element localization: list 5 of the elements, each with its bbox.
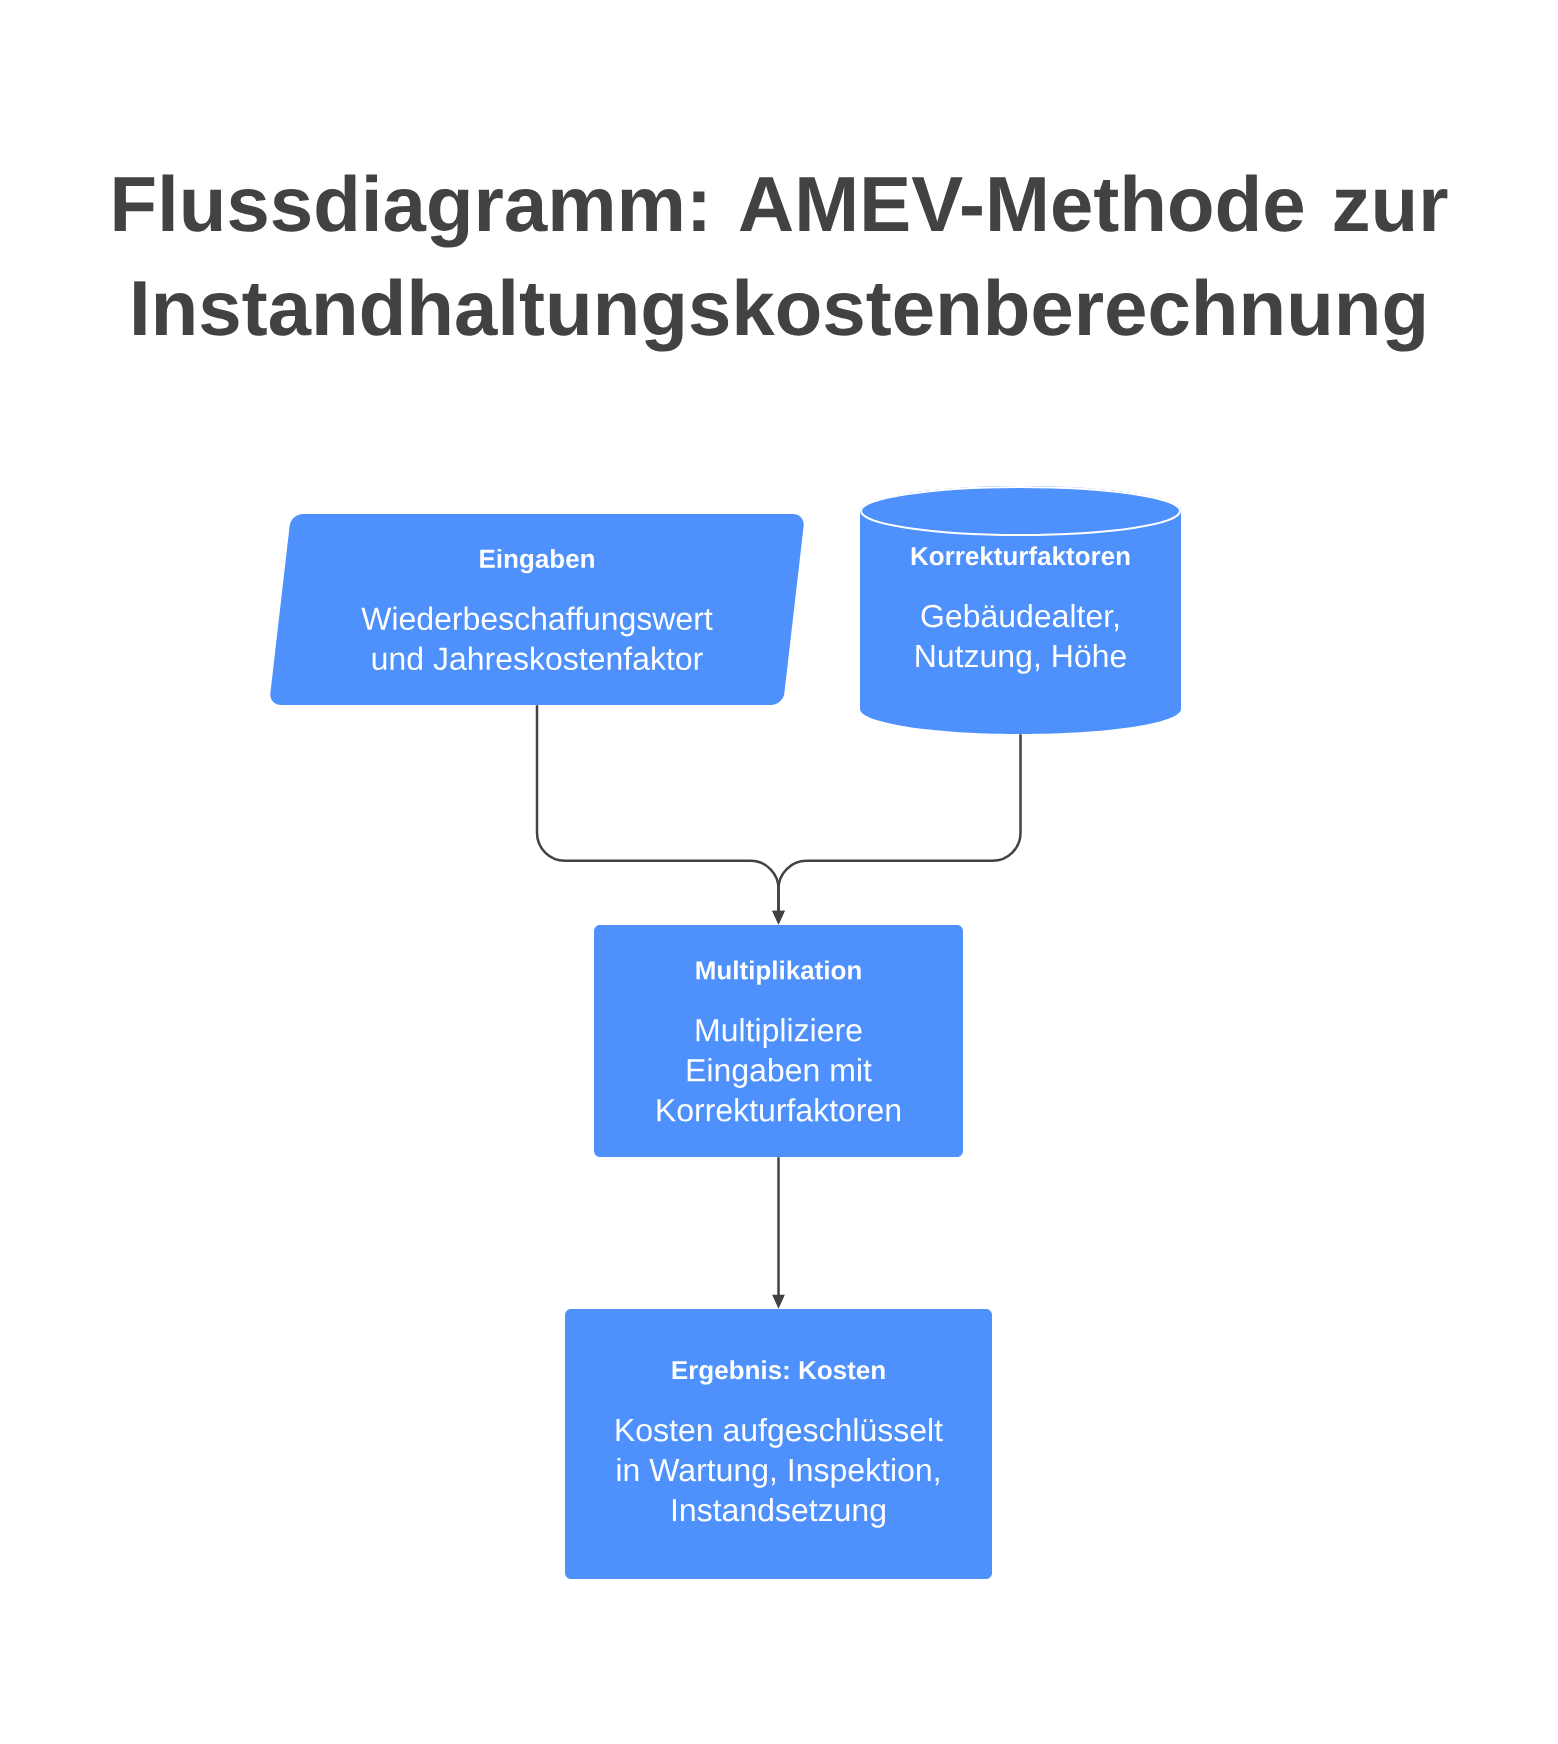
database-cylinder: Korrekturfaktoren Gebäudealter, Nutzung, Höhe bbox=[860, 486, 1181, 734]
result-box: Ergebnis: Kosten Kosten aufgeschlüsselt in Wartung, Inspektion, Instandsetzung bbox=[565, 1309, 992, 1579]
title: Flussdiagramm: AMEV-Methode zur Instandhaltungskostenberechnung bbox=[114, 174, 1448, 352]
input-parallelogram: Eingaben Wiederbeschaffungswert und Jahreskostenfaktor bbox=[270, 514, 804, 705]
process-box: Multiplikation Multipliziere Eingaben mit Korrekturfaktoren bbox=[594, 925, 963, 1157]
